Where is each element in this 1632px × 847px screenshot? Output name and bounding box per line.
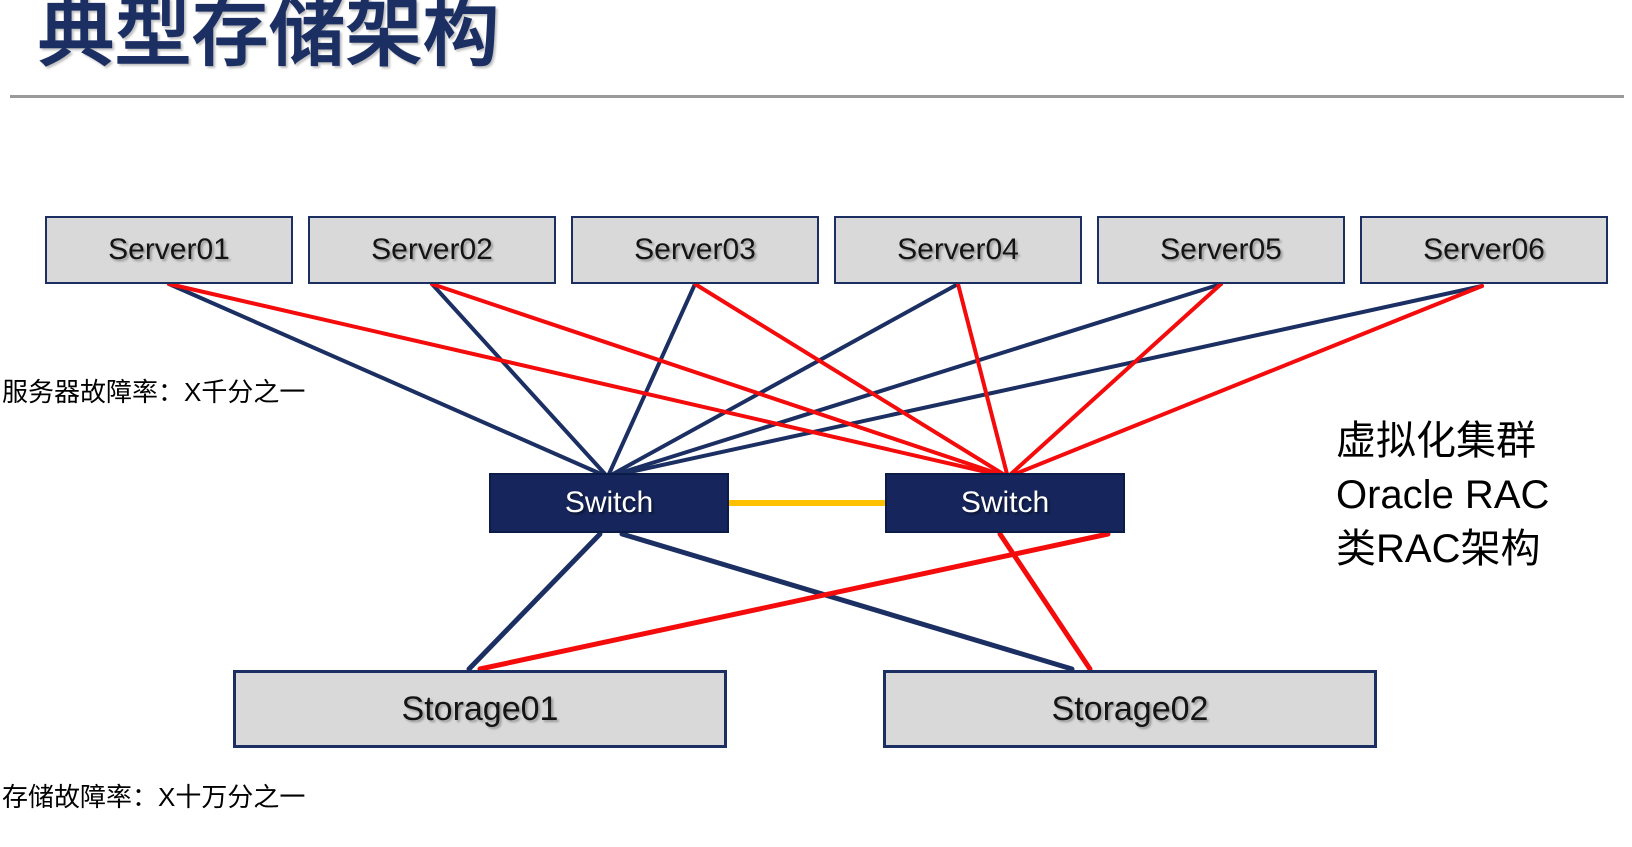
link-server05-switch-a — [615, 282, 1223, 476]
switch-left-label: Switch — [564, 486, 654, 519]
server01-label: Server01 — [108, 233, 230, 266]
switch-right-label: Switch — [960, 486, 1050, 519]
server06-box: Server06 — [1360, 216, 1608, 284]
server04-label: Server04 — [897, 233, 1019, 266]
server02-label: Server02 — [371, 233, 493, 266]
storage01-label: Storage01 — [401, 689, 559, 728]
server05-box: Server05 — [1097, 216, 1345, 284]
switch-right-box: Switch — [885, 473, 1125, 533]
link-server01-switch-b — [167, 282, 997, 476]
link-server04-switch-b — [956, 282, 1009, 476]
link-server01-switch-a — [167, 282, 603, 476]
link-server03-switch-b — [693, 282, 1005, 476]
server03-box: Server03 — [571, 216, 819, 284]
cluster-note-line-2: Oracle RAC — [1336, 473, 1550, 517]
server03-label: Server03 — [634, 233, 756, 266]
link-server02-switch-b — [430, 282, 1001, 476]
switch-left-box: Switch — [489, 473, 729, 533]
link-server02-switch-a — [430, 282, 607, 476]
link-server06-switch-b — [1013, 284, 1484, 476]
server01-box: Server01 — [45, 216, 293, 284]
cluster-note-line-3: 类RAC架构 — [1336, 527, 1541, 571]
page-title: 典型存储架构 — [38, 0, 500, 76]
server-fault-rate-note: 服务器故障率：X千分之一 — [2, 377, 306, 407]
cluster-note: 虚拟化集群 Oracle RAC 类RAC架构 — [1336, 414, 1549, 576]
title-underline — [10, 95, 1624, 98]
link-switch-b-storage02 — [997, 531, 1093, 672]
storage02-label: Storage02 — [1051, 689, 1209, 728]
link-server04-switch-a — [611, 282, 960, 476]
link-switch-a-storage01 — [466, 531, 603, 672]
server06-label: Server06 — [1423, 233, 1545, 266]
cluster-note-line-1: 虚拟化集群 — [1336, 419, 1536, 463]
link-server06-switch-a — [619, 284, 1484, 476]
server05-label: Server05 — [1160, 233, 1282, 266]
storage02-box: Storage02 — [883, 670, 1377, 748]
storage01-box: Storage01 — [233, 670, 727, 748]
server02-box: Server02 — [308, 216, 556, 284]
link-switch-b-storage01 — [477, 531, 1111, 672]
server04-box: Server04 — [834, 216, 1082, 284]
link-server05-switch-b — [1009, 282, 1223, 476]
link-server03-switch-a — [607, 282, 697, 476]
link-switch-a-storage02 — [619, 531, 1075, 672]
storage-fault-rate-note: 存储故障率：X十万分之一 — [2, 782, 306, 812]
